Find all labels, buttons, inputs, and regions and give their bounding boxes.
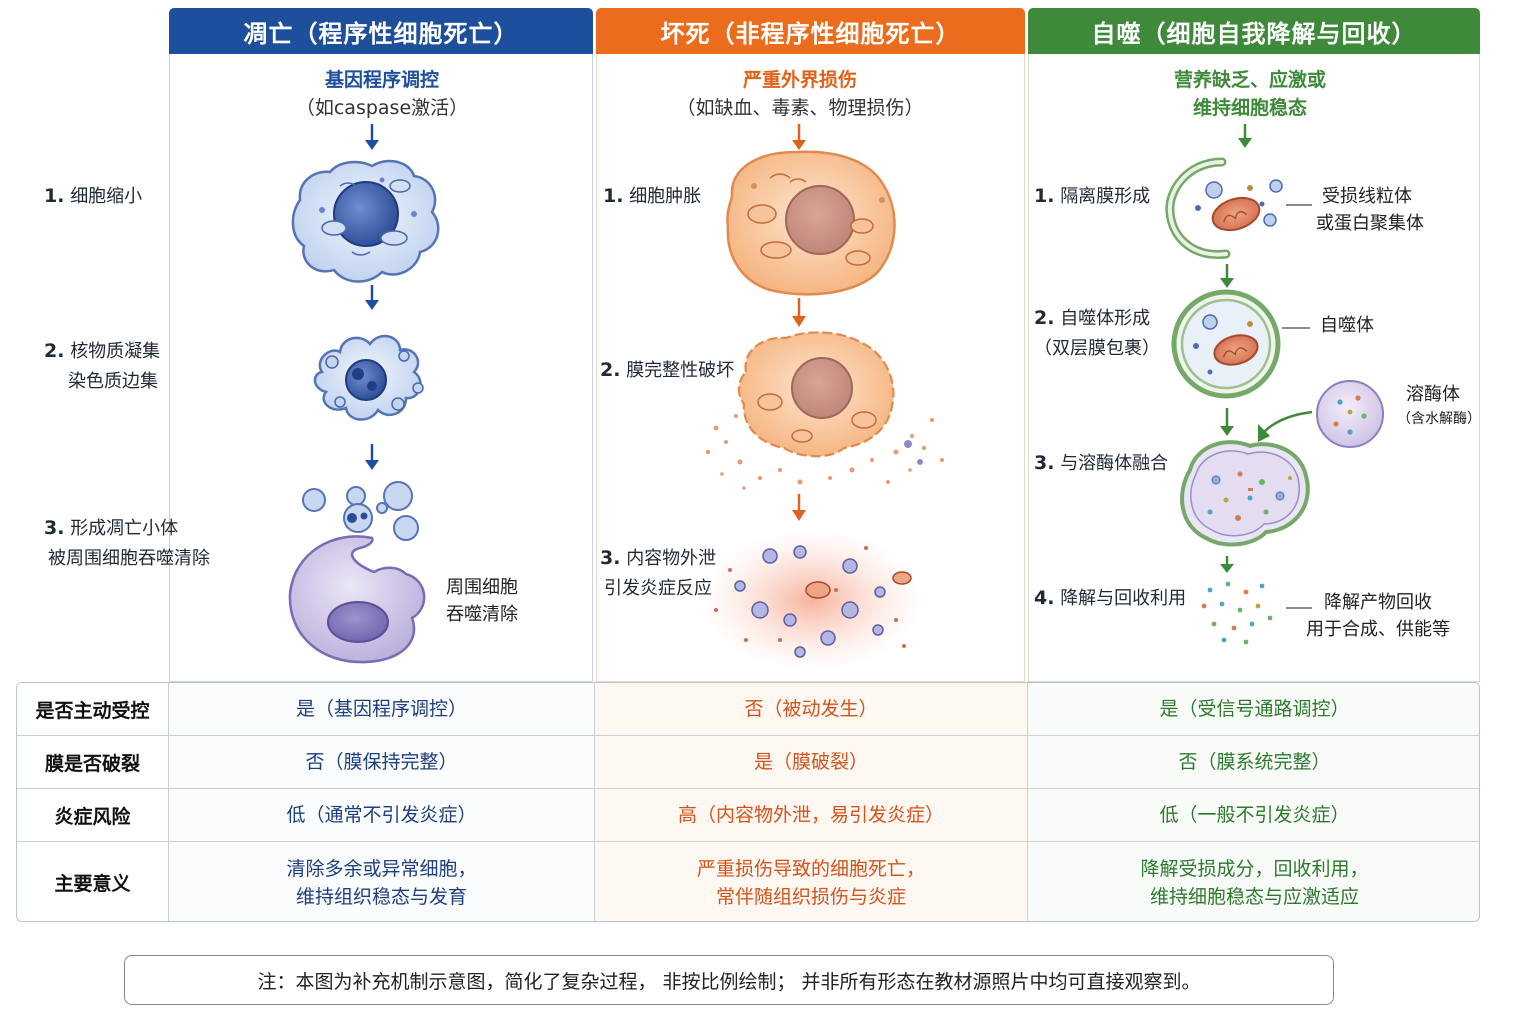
step-number: 1.	[44, 185, 65, 207]
cell-necrosis: 高（内容物外泄，易引发炎症）	[595, 789, 1028, 841]
lysosome-label: 溶酶体	[1406, 384, 1460, 405]
cell-autophagy: 降解受损成分，回收利用，维持细胞稳态与应激适应	[1028, 842, 1479, 921]
step-text-2: （双层膜包裹）	[1034, 338, 1160, 359]
cell-necrosis: 严重损伤导致的细胞死亡，常伴随组织损伤与炎症	[595, 842, 1028, 921]
lysosome-icon	[1316, 380, 1384, 448]
step-number: 3.	[600, 547, 621, 569]
panel-necrosis	[596, 54, 1025, 682]
table-row: 炎症风险 低（通常不引发炎症） 高（内容物外泄，易引发炎症） 低（一般不引发炎症…	[17, 788, 1479, 841]
step-text-2: 被周围细胞吞噬清除	[48, 548, 210, 569]
apoptosis-step-2: 2. 核物质凝集染色质边集	[44, 336, 160, 397]
step-number: 3.	[1034, 452, 1055, 474]
table-row: 主要意义 清除多余或异常细胞，维持组织稳态与发育 严重损伤导致的细胞死亡，常伴随…	[17, 841, 1479, 921]
trigger-autophagy-main-1: 营养缺乏、应激或	[1173, 69, 1326, 91]
autolysosome-icon	[1180, 440, 1310, 547]
phagocyte-label: 周围细胞吞噬清除	[446, 577, 518, 625]
step-number: 3.	[44, 517, 65, 539]
step-text: 形成凋亡小体	[70, 518, 179, 539]
step-text-2: 染色质边集	[68, 371, 158, 392]
necrosis-step-3: 3. 内容物外泄引发炎症反应	[600, 543, 716, 604]
step-text: 核物质凝集	[70, 341, 161, 362]
panel-autophagy	[1028, 54, 1480, 682]
necrosis-step-1: 1. 细胞肿胀	[603, 181, 701, 212]
row-head: 主要意义	[17, 842, 169, 921]
apoptosis-arrows	[365, 124, 379, 470]
degradation-products-icon	[1201, 581, 1312, 645]
autophagy-step-4: 4. 降解与回收利用	[1034, 583, 1186, 614]
panel-apoptosis	[169, 54, 593, 682]
cell-apoptosis: 是（基因程序调控）	[169, 683, 595, 735]
step-number: 1.	[603, 185, 624, 207]
cell-autophagy: 否（膜系统完整）	[1028, 736, 1479, 788]
isolation-membrane-icon	[1165, 157, 1312, 260]
trigger-apoptosis-sub: （如caspase激活）	[295, 97, 469, 119]
phagocyte-icon	[288, 535, 426, 664]
trigger-necrosis: 严重外界损伤 （如缺血、毒素、物理损伤）	[640, 66, 960, 122]
row-head: 炎症风险	[17, 789, 169, 841]
cell-autophagy: 低（一般不引发炎症）	[1028, 789, 1479, 841]
trigger-apoptosis: 基因程序调控 （如caspase激活）	[220, 66, 544, 122]
cell-apoptosis: 低（通常不引发炎症）	[169, 789, 595, 841]
row-head: 膜是否破裂	[17, 736, 169, 788]
footnote: 注：本图为补充机制示意图，简化了复杂过程， 非按比例绘制； 并非所有形态在教材源…	[124, 955, 1334, 1005]
cell-apoptosis: 清除多余或异常细胞，维持组织稳态与发育	[169, 842, 595, 921]
table-row: 是否主动受控 是（基因程序调控） 否（被动发生） 是（受信号通路调控）	[17, 683, 1479, 735]
cell-autophagy: 是（受信号通路调控）	[1028, 683, 1479, 735]
illustration-layer	[288, 124, 1384, 670]
autophagy-step-1: 1. 隔离膜形成	[1034, 181, 1150, 212]
header-necrosis: 坏死（非程序性细胞死亡）	[596, 8, 1025, 54]
header-apoptosis: 凋亡（程序性细胞死亡）	[169, 8, 593, 54]
step-text: 与溶酶体融合	[1060, 453, 1169, 474]
autophagosome-label: 自噬体	[1320, 315, 1374, 336]
products-label: 降解产物回收用于合成、供能等	[1306, 592, 1450, 640]
step-number: 1.	[1034, 185, 1055, 207]
step-number: 2.	[600, 359, 621, 381]
damaged-organelle-label: 受损线粒体或蛋白聚集体	[1316, 186, 1424, 234]
autophagy-step-2: 2. 自噬体形成 （双层膜包裹）	[1034, 303, 1160, 364]
step-number: 4.	[1034, 587, 1055, 609]
step-number: 2.	[44, 340, 65, 362]
table-row: 膜是否破裂 否（膜保持完整） 是（膜破裂） 否（膜系统完整）	[17, 735, 1479, 788]
condensing-cell-icon	[313, 334, 424, 421]
step-text: 隔离膜形成	[1060, 186, 1151, 207]
step-text: 细胞肿胀	[629, 186, 702, 207]
shrinking-cell-icon	[291, 159, 440, 283]
row-head: 是否主动受控	[17, 683, 169, 735]
apoptosis-step-3: 3. 形成凋亡小体被周围细胞吞噬清除	[44, 513, 210, 574]
step-text: 膜完整性破坏	[626, 360, 735, 381]
leaked-contents-icon	[702, 530, 922, 670]
header-autophagy: 自噬（细胞自我降解与回收）	[1028, 8, 1480, 54]
trigger-autophagy: 营养缺乏、应激或 维持细胞稳态	[1100, 66, 1400, 122]
step-text-2: 引发炎症反应	[604, 578, 712, 599]
cell-necrosis: 否（被动发生）	[595, 683, 1028, 735]
trigger-autophagy-main-2: 维持细胞稳态	[1192, 97, 1307, 119]
necrosis-arrows	[792, 124, 806, 521]
ruptured-cell-icon	[705, 331, 944, 490]
lysosome-sub-label: （含水解酶）	[1397, 411, 1481, 427]
apoptosis-step-1: 1. 细胞缩小	[44, 181, 142, 212]
necrosis-step-2: 2. 膜完整性破坏	[600, 355, 734, 386]
trigger-apoptosis-main: 基因程序调控	[324, 69, 439, 91]
step-text: 内容物外泄	[626, 548, 717, 569]
cell-necrosis: 是（膜破裂）	[595, 736, 1028, 788]
step-number: 2.	[1034, 307, 1055, 329]
step-text: 降解与回收利用	[1060, 588, 1187, 609]
trigger-necrosis-sub: （如缺血、毒素、物理损伤）	[676, 97, 924, 119]
cell-apoptosis: 否（膜保持完整）	[169, 736, 595, 788]
autophagy-arrows	[1220, 124, 1313, 573]
autophagosome-icon	[1171, 289, 1310, 399]
swollen-cell-icon	[726, 150, 896, 296]
step-text: 细胞缩小	[70, 186, 143, 207]
trigger-necrosis-main: 严重外界损伤	[742, 69, 857, 91]
comparison-table: 是否主动受控 是（基因程序调控） 否（被动发生） 是（受信号通路调控） 膜是否破…	[16, 682, 1480, 922]
step-text: 自噬体形成	[1060, 308, 1151, 329]
autophagy-step-3: 3. 与溶酶体融合	[1034, 448, 1168, 479]
